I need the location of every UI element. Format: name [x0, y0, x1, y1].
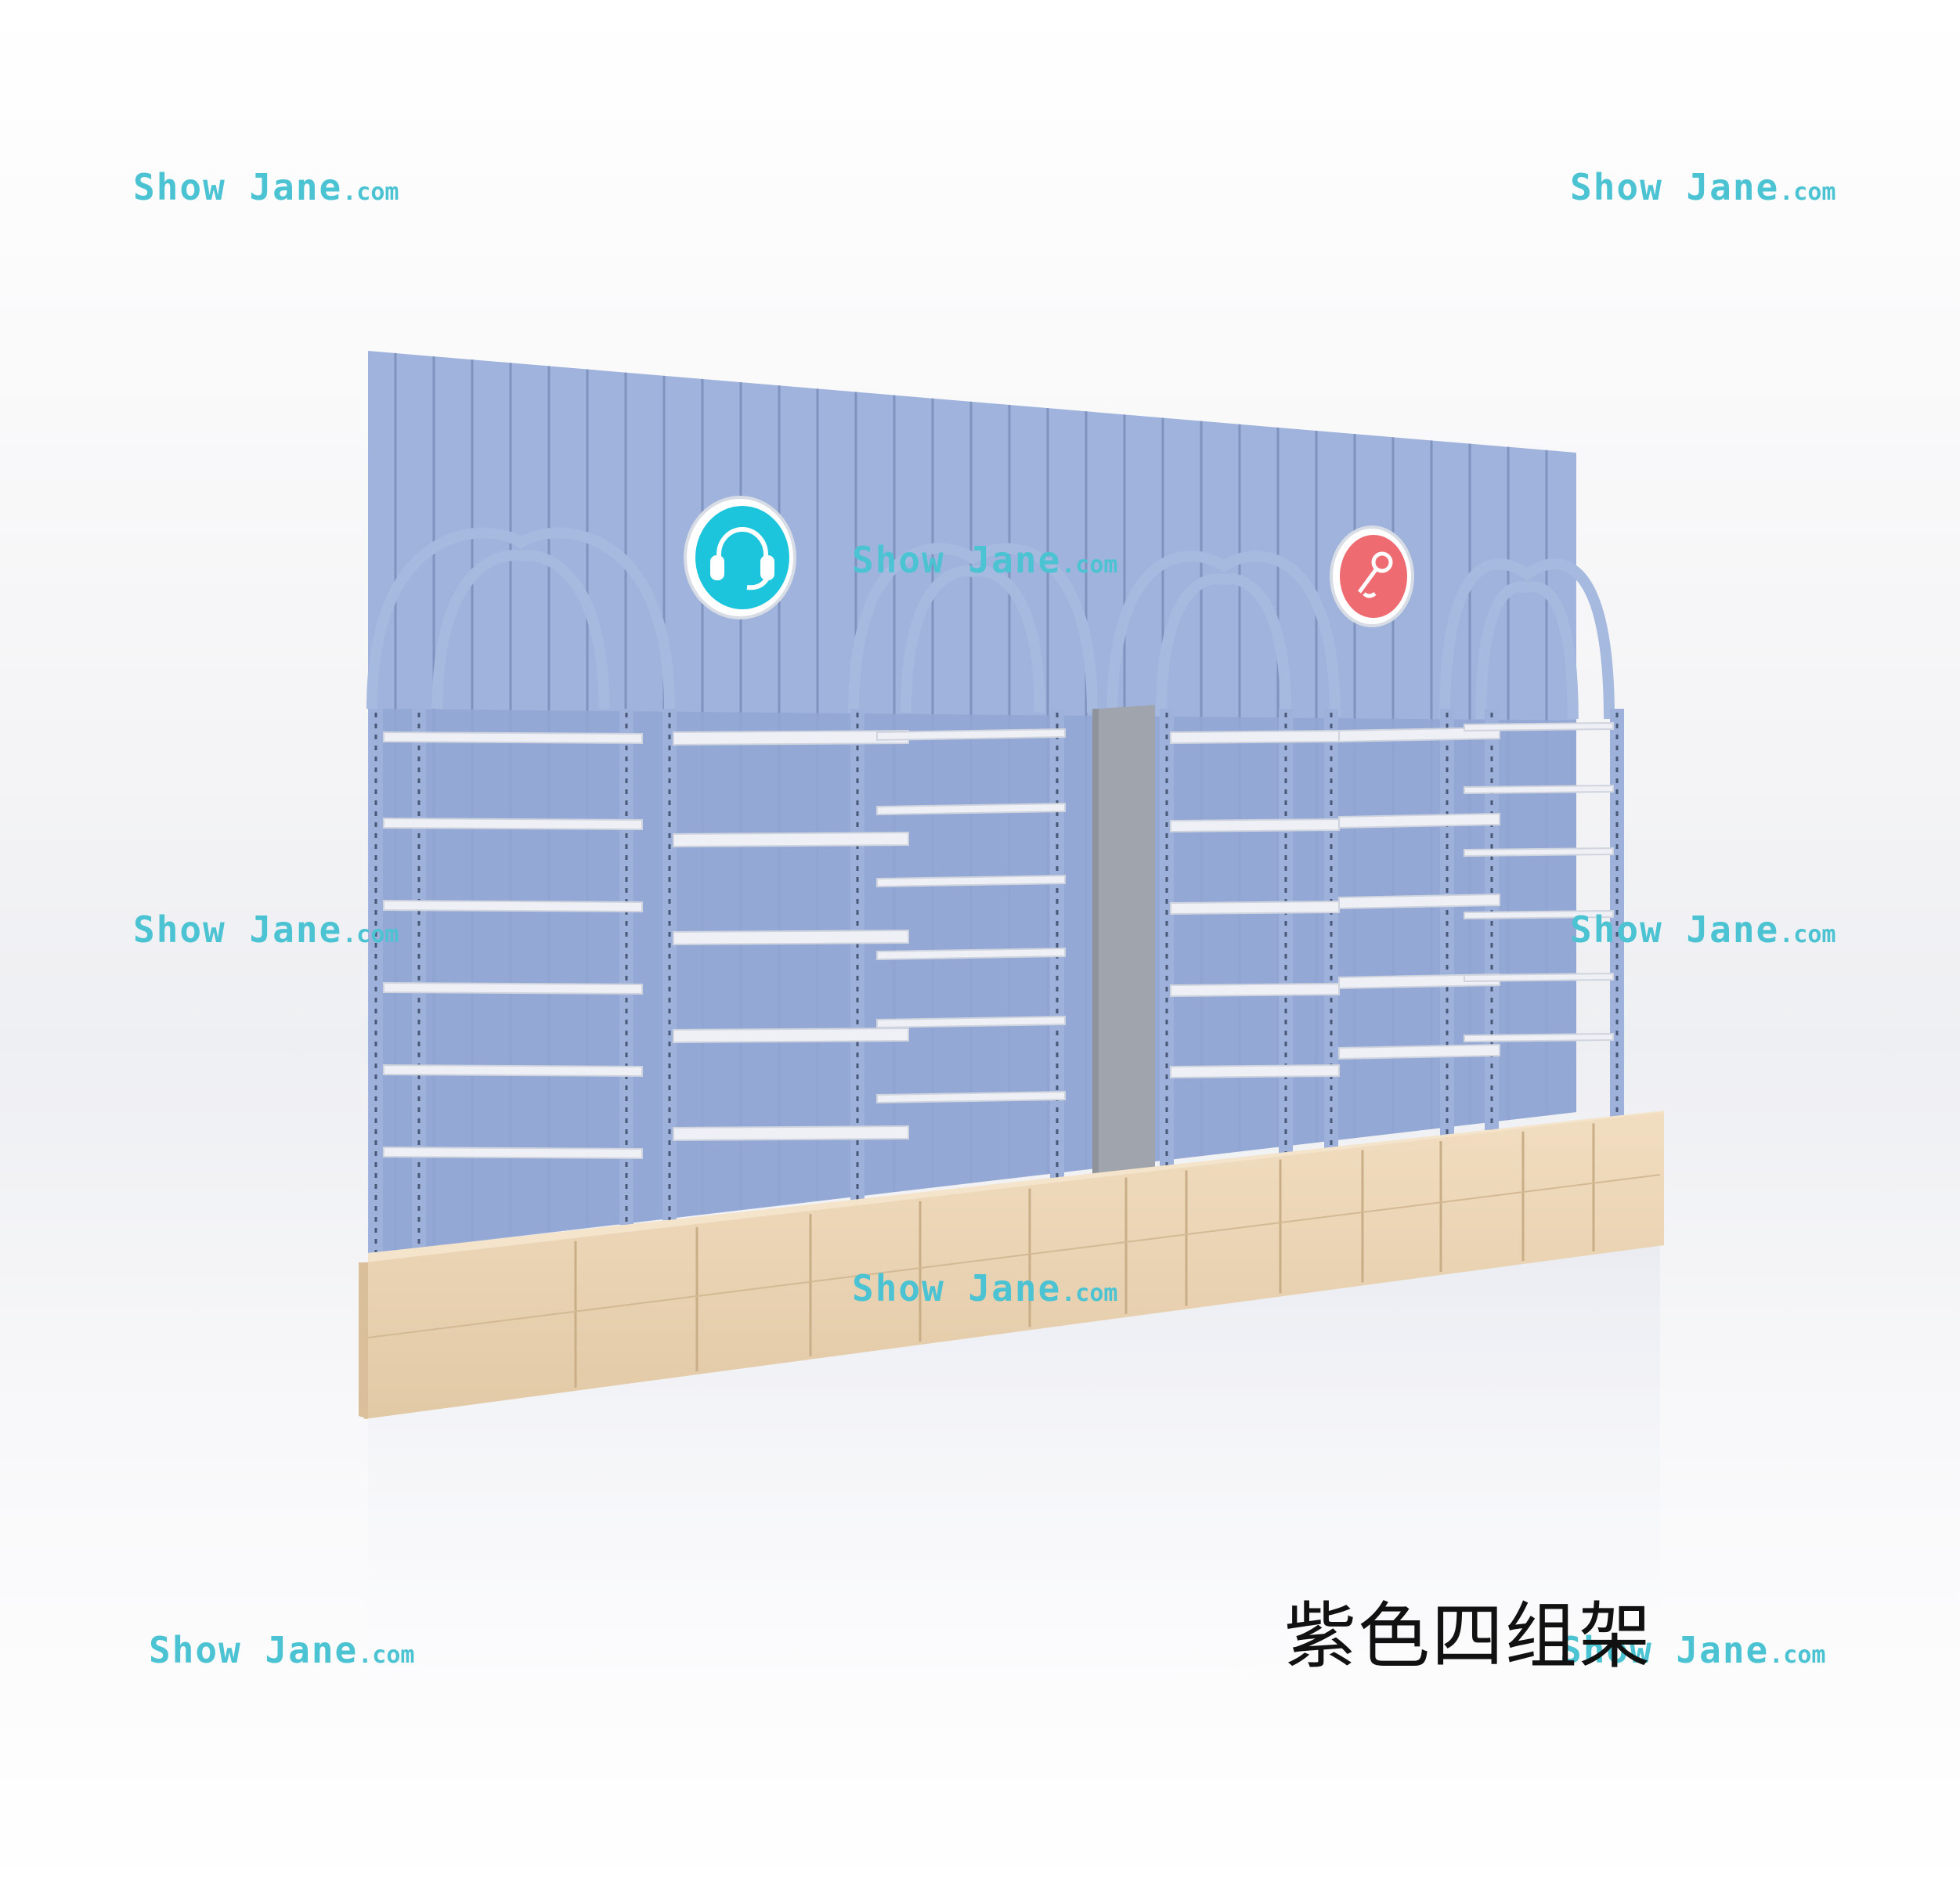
- watermark-middle-right: Show Jane.com: [1570, 908, 1836, 951]
- shelf: [383, 981, 643, 995]
- shelves: [383, 721, 1614, 1160]
- shelf: [1170, 982, 1340, 998]
- shelf: [673, 831, 909, 848]
- shelf: [1464, 1032, 1614, 1043]
- wood-base: [359, 1111, 1664, 1419]
- arch: [1439, 558, 1615, 720]
- watermark-top-left: Show Jane.com: [133, 166, 399, 208]
- watermark-bottom-left: Show Jane.com: [149, 1629, 415, 1671]
- shelf: [1464, 909, 1614, 920]
- shelf: [876, 802, 1066, 816]
- caption-title: 紫色四组架: [1284, 1594, 1653, 1678]
- shelf: [1464, 972, 1614, 983]
- inner-arch: [431, 550, 610, 710]
- shelf: [1464, 784, 1614, 795]
- cabinet-mid-line: [367, 1174, 1661, 1338]
- arch: [848, 543, 1098, 713]
- watermark-top-right: Show Jane.com: [1570, 166, 1836, 208]
- headphones-icon: [710, 527, 774, 590]
- inner-arch: [1475, 581, 1579, 720]
- watermark-lower-center: Show Jane.com: [852, 1267, 1118, 1309]
- shelf: [673, 1125, 909, 1142]
- arch-frames: [366, 527, 1615, 720]
- shelf: [673, 729, 909, 746]
- inner-arch: [1155, 573, 1292, 717]
- shelf: [1170, 900, 1340, 915]
- shelf: [383, 899, 643, 913]
- shelf: [1338, 812, 1500, 829]
- shelf: [1338, 726, 1500, 743]
- watermark-middle-left: Show Jane.com: [133, 908, 399, 951]
- upright-post: [1324, 709, 1338, 1149]
- shelf: [876, 947, 1066, 961]
- shelf: [1170, 729, 1340, 745]
- inner-arch: [901, 565, 1045, 713]
- shelf: [383, 1146, 643, 1160]
- shelf: [383, 817, 643, 831]
- shelf: [673, 1027, 909, 1044]
- shelf: [1464, 847, 1614, 858]
- shelf: [383, 1064, 643, 1078]
- arch: [366, 527, 675, 710]
- watermark-bottom-right: Show Jane.com: [1560, 1629, 1826, 1671]
- shelf: [876, 1090, 1066, 1104]
- shelf: [876, 874, 1066, 888]
- shelf: [1464, 721, 1614, 732]
- shelf: [1170, 1064, 1340, 1079]
- arch: [1106, 551, 1341, 717]
- shelf: [383, 731, 643, 745]
- headphones-sign: [684, 496, 796, 619]
- watermark-upper-center: Show Jane.com: [852, 539, 1118, 581]
- shelf: [1170, 818, 1340, 833]
- shelf: [673, 929, 909, 946]
- shelf: [876, 1015, 1066, 1029]
- shelf: [1338, 973, 1500, 990]
- center-divider: [1099, 705, 1155, 1181]
- shelf: [1338, 1043, 1500, 1060]
- shelf: [876, 728, 1066, 742]
- microphone-icon: [1357, 551, 1393, 598]
- shelf: [1338, 893, 1500, 910]
- microphone-sign: [1330, 525, 1414, 627]
